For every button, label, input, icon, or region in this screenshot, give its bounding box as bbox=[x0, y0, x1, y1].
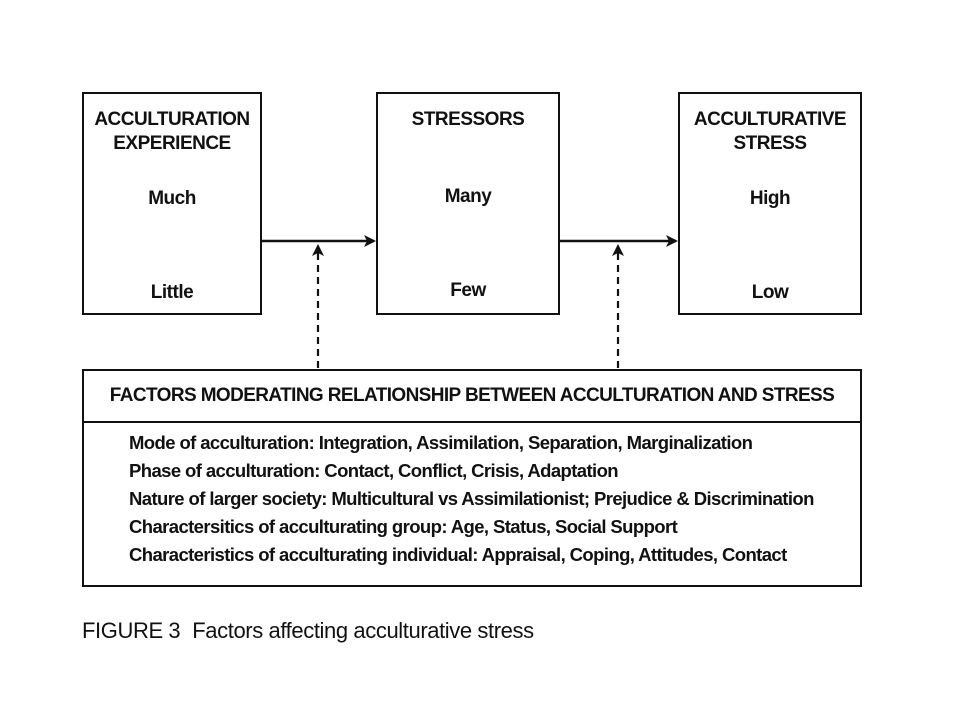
acculturative-stress-box: ACCULTURATIVE STRESS High Low bbox=[678, 92, 862, 315]
scale-high-label: High bbox=[749, 188, 791, 209]
factor-item: Nature of larger society: Multicultural … bbox=[129, 488, 814, 509]
scale-low-label: Few bbox=[450, 280, 486, 301]
figure-number: FIGURE 3 bbox=[82, 618, 181, 643]
caption-text: Factors affecting acculturative stress bbox=[192, 618, 534, 643]
factor-item: Charactersitics of acculturating group: … bbox=[129, 516, 678, 537]
scale-high-label: Much bbox=[148, 188, 196, 209]
acculturation-experience-box: ACCULTURATION EXPERIENCE Much Little bbox=[82, 92, 262, 315]
factor-list: Mode of acculturation: Integration, Assi… bbox=[129, 429, 814, 569]
box-title: ACCULTURATION EXPERIENCE bbox=[94, 109, 250, 154]
moderating-factors-box: FACTORS MODERATING RELATIONSHIP BETWEEN … bbox=[82, 369, 862, 587]
box-title: ACCULTURATIVE STRESS bbox=[693, 109, 847, 154]
factors-header: FACTORS MODERATING RELATIONSHIP BETWEEN … bbox=[84, 371, 860, 423]
scale-low-label: Little bbox=[150, 282, 194, 303]
factor-item: Characteristics of acculturating individ… bbox=[129, 544, 787, 565]
factor-item: Phase of acculturation: Contact, Conflic… bbox=[129, 460, 619, 481]
scale-low-label: Low bbox=[751, 282, 789, 303]
box-title: STRESSORS bbox=[411, 109, 525, 130]
stressors-box: STRESSORS Many Few bbox=[376, 92, 560, 315]
figure-caption: FIGURE 3 Factors affecting acculturative … bbox=[82, 618, 534, 644]
factor-item: Mode of acculturation: Integration, Assi… bbox=[129, 432, 753, 453]
scale-high-label: Many bbox=[444, 186, 492, 207]
